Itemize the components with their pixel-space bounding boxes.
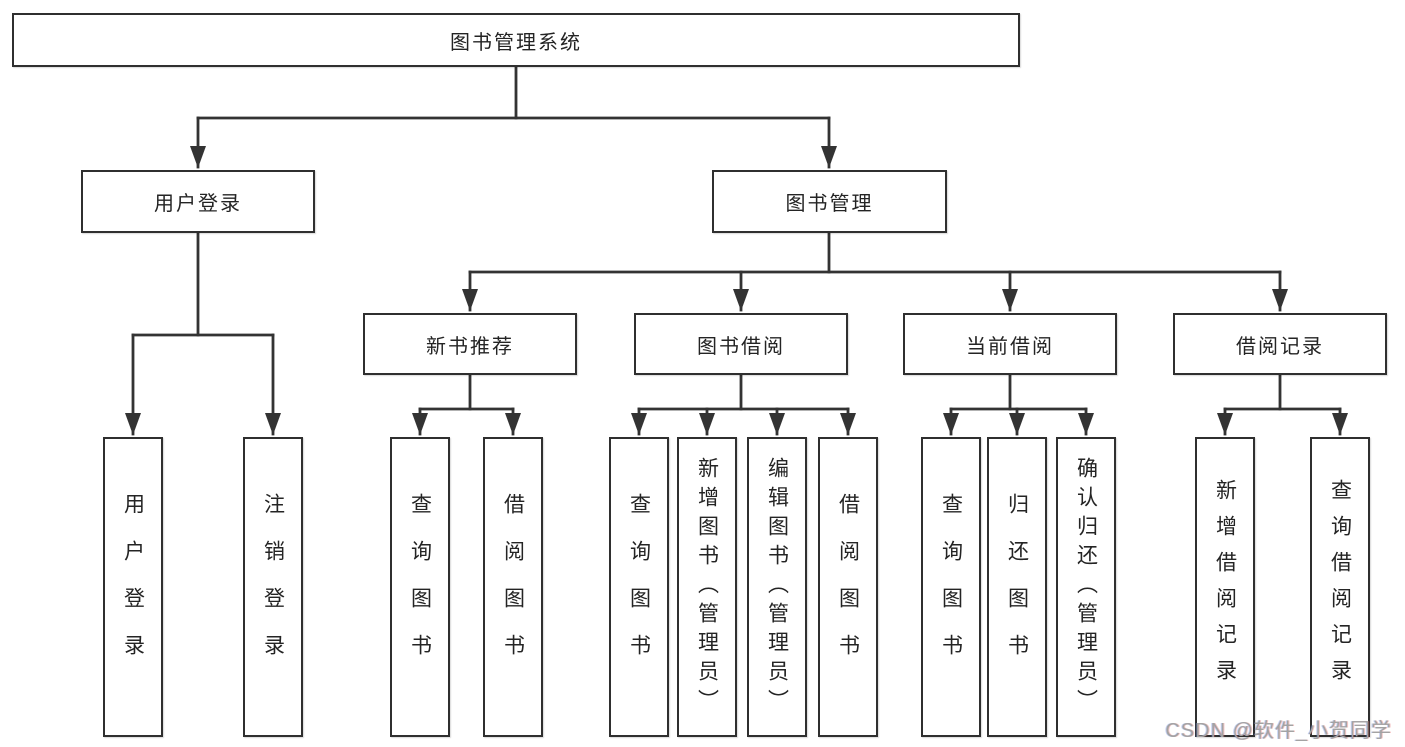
node-leaf-cur-query-label: 查询图书	[939, 493, 963, 681]
node-current-borrow-label: 当前借阅	[966, 335, 1054, 358]
node-borrow-records-label: 借阅记录	[1236, 335, 1324, 358]
node-leaf-cur-confirm: 确认归还（管理员）	[1056, 437, 1116, 737]
node-book-mgmt: 图书管理	[712, 170, 947, 233]
node-book-borrow: 图书借阅	[634, 313, 848, 375]
node-leaf-bw-edit-label: 编辑图书（管理员）	[765, 456, 789, 718]
node-current-borrow: 当前借阅	[903, 313, 1117, 375]
node-leaf-bw-add: 新增图书（管理员）	[677, 437, 737, 737]
node-leaf-cur-confirm-label: 确认归还（管理员）	[1074, 456, 1098, 718]
watermark: CSDN @软件_小贺同学	[1165, 720, 1392, 742]
node-book-mgmt-label: 图书管理	[785, 193, 874, 215]
node-user-login: 用户登录	[81, 170, 315, 233]
node-leaf-rec-query-label: 查询借阅记录	[1328, 479, 1352, 695]
node-book-borrow-label: 图书借阅	[697, 335, 785, 358]
node-leaf-rec-add-label: 新增借阅记录	[1213, 479, 1237, 695]
node-leaf-cur-return-label: 归还图书	[1005, 493, 1029, 681]
node-leaf-bw-borrow-label: 借阅图书	[836, 493, 860, 681]
node-root: 图书管理系统	[12, 13, 1020, 67]
node-user-login-label: 用户登录	[154, 193, 242, 215]
node-leaf-rec-query: 查询借阅记录	[1310, 437, 1370, 737]
node-new-books-label: 新书推荐	[426, 335, 514, 358]
node-leaf-bw-query: 查询图书	[609, 437, 669, 737]
node-leaf-logout: 注销登录	[243, 437, 303, 737]
node-leaf-nb-borrow: 借阅图书	[483, 437, 543, 737]
node-leaf-user-login-label: 用户登录	[121, 493, 145, 681]
node-leaf-rec-add: 新增借阅记录	[1195, 437, 1255, 737]
node-leaf-bw-add-label: 新增图书（管理员）	[695, 456, 719, 718]
node-leaf-user-login: 用户登录	[103, 437, 163, 737]
node-leaf-nb-query-label: 查询图书	[408, 493, 432, 681]
node-leaf-cur-return: 归还图书	[987, 437, 1047, 737]
node-borrow-records: 借阅记录	[1173, 313, 1387, 375]
node-leaf-cur-query: 查询图书	[921, 437, 981, 737]
node-leaf-bw-edit: 编辑图书（管理员）	[747, 437, 807, 737]
node-leaf-bw-borrow: 借阅图书	[818, 437, 878, 737]
node-leaf-nb-query: 查询图书	[390, 437, 450, 737]
node-new-books: 新书推荐	[363, 313, 577, 375]
node-leaf-bw-query-label: 查询图书	[627, 493, 651, 681]
node-root-label: 图书管理系统	[450, 31, 582, 54]
node-leaf-nb-borrow-label: 借阅图书	[501, 493, 525, 681]
node-leaf-logout-label: 注销登录	[261, 493, 285, 681]
